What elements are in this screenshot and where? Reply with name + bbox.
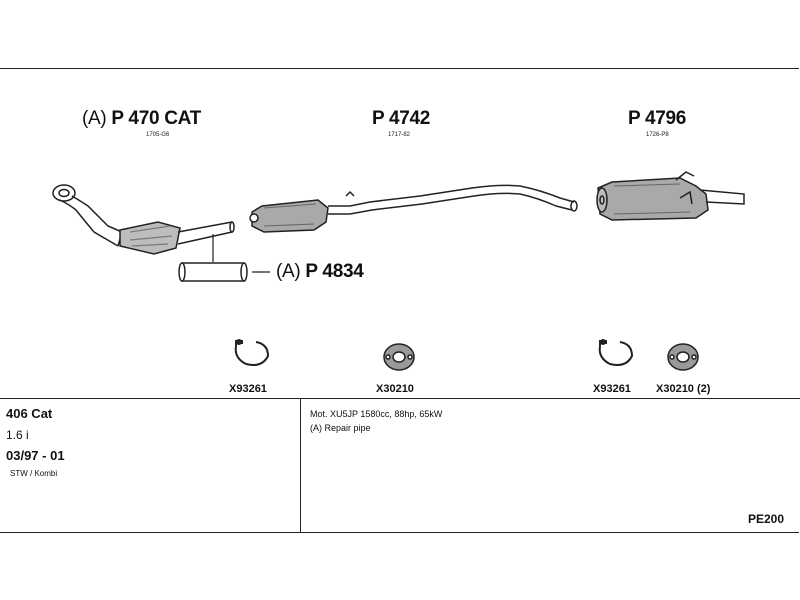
cat-oem-number: 1705-G6 xyxy=(146,132,170,138)
info-divider xyxy=(0,398,800,399)
clamp-icon xyxy=(598,339,634,366)
rear-oem-number: 1726-P8 xyxy=(646,132,669,138)
accessory-code: X30210 (2) xyxy=(656,383,711,395)
catalytic-converter-part[interactable] xyxy=(52,184,235,255)
accessory-code: X93261 xyxy=(229,383,267,395)
repair-part-prefix: (A) xyxy=(276,261,301,282)
repair-part-label: (A) P 4834 xyxy=(276,261,364,283)
rear-silencer-part[interactable] xyxy=(596,171,745,221)
diagram-frame xyxy=(0,68,799,533)
cat-part-number: P 470 CAT xyxy=(111,108,201,129)
gasket-icon xyxy=(383,343,415,371)
middle-part-number: P 4742 xyxy=(372,108,431,129)
diagram-code: PE200 xyxy=(748,512,785,526)
engine-spec-note: Mot. XU5JP 1580cc, 88hp, 65kW xyxy=(310,409,443,419)
cat-part-prefix: (A) xyxy=(82,108,107,129)
cat-part-label: (A) P 470 CAT xyxy=(82,108,201,130)
repair-part-number: P 4834 xyxy=(305,261,364,282)
vehicle-body: STW / Kombi xyxy=(10,469,58,478)
clamp-icon xyxy=(234,339,270,366)
rear-part-number: P 4796 xyxy=(628,108,687,129)
gasket-icon xyxy=(667,343,699,371)
accessory-code: X30210 xyxy=(376,383,414,395)
middle-oem-number: 1717-82 xyxy=(388,132,411,138)
vehicle-model: 406 Cat xyxy=(6,406,53,421)
accessory-code: X93261 xyxy=(593,383,631,395)
vehicle-engine: 1.6 i xyxy=(6,428,29,442)
middle-silencer-part[interactable] xyxy=(249,184,578,233)
info-column-divider xyxy=(300,398,301,532)
repair-pipe-note: (A) Repair pipe xyxy=(310,423,371,433)
vehicle-years: 03/97 - 01 xyxy=(6,448,65,463)
repair-pipe-part[interactable] xyxy=(178,262,248,282)
